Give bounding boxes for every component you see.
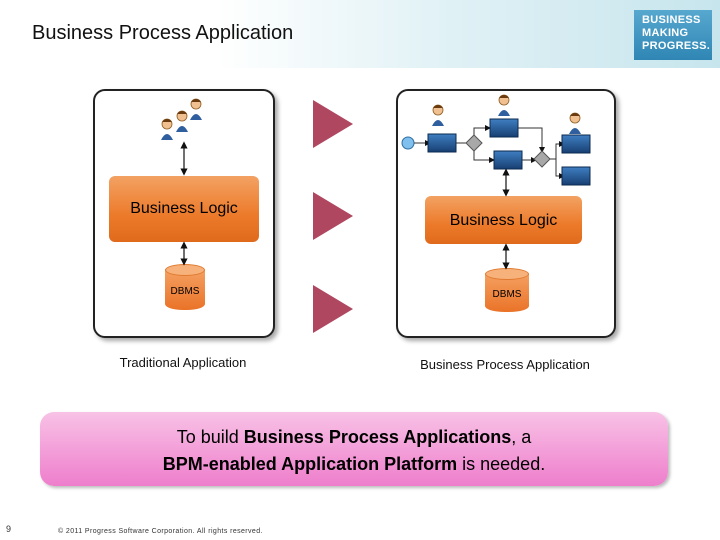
left-caption: Traditional Application <box>119 355 247 370</box>
left-business-logic-block: Business Logic <box>109 176 259 242</box>
user-icon <box>498 94 510 116</box>
left-business-logic-label: Business Logic <box>130 200 238 217</box>
copyright-text: © 2011 Progress Software Corporation. Al… <box>58 528 263 535</box>
left-dbms-label: DBMS <box>170 286 200 297</box>
right-dbms-cylinder: DBMS <box>485 268 529 312</box>
logo-line-1: BUSINESS <box>642 14 701 26</box>
logo-line-2: MAKING <box>642 27 689 39</box>
arrow-right-icon <box>313 192 353 240</box>
logo-line-3: PROGRESS. <box>642 40 711 52</box>
user-icon <box>569 112 581 134</box>
right-business-logic-label: Business Logic <box>449 212 558 229</box>
callout-banner: To build Business Process Applications, … <box>40 412 668 486</box>
right-dbms-label: DBMS <box>492 289 522 300</box>
arrow-right-icon <box>313 285 353 333</box>
header-bar <box>0 0 720 68</box>
callout-line-2: BPM-enabled Application Platform is need… <box>162 454 546 474</box>
user-group-icon <box>161 98 202 140</box>
right-business-logic-block: Business Logic <box>425 196 582 244</box>
right-caption: Business Process Application <box>420 357 590 372</box>
callout-line-1: To build Business Process Applications, … <box>176 427 532 447</box>
left-dbms-cylinder: DBMS <box>165 264 205 310</box>
user-icon <box>432 104 444 126</box>
arrow-right-icon <box>313 100 353 148</box>
page-number: 9 <box>6 524 12 534</box>
brand-logo: BUSINESS MAKING PROGRESS. <box>634 10 712 60</box>
page-title: Business Process Application <box>32 22 294 44</box>
process-flow <box>401 118 591 186</box>
